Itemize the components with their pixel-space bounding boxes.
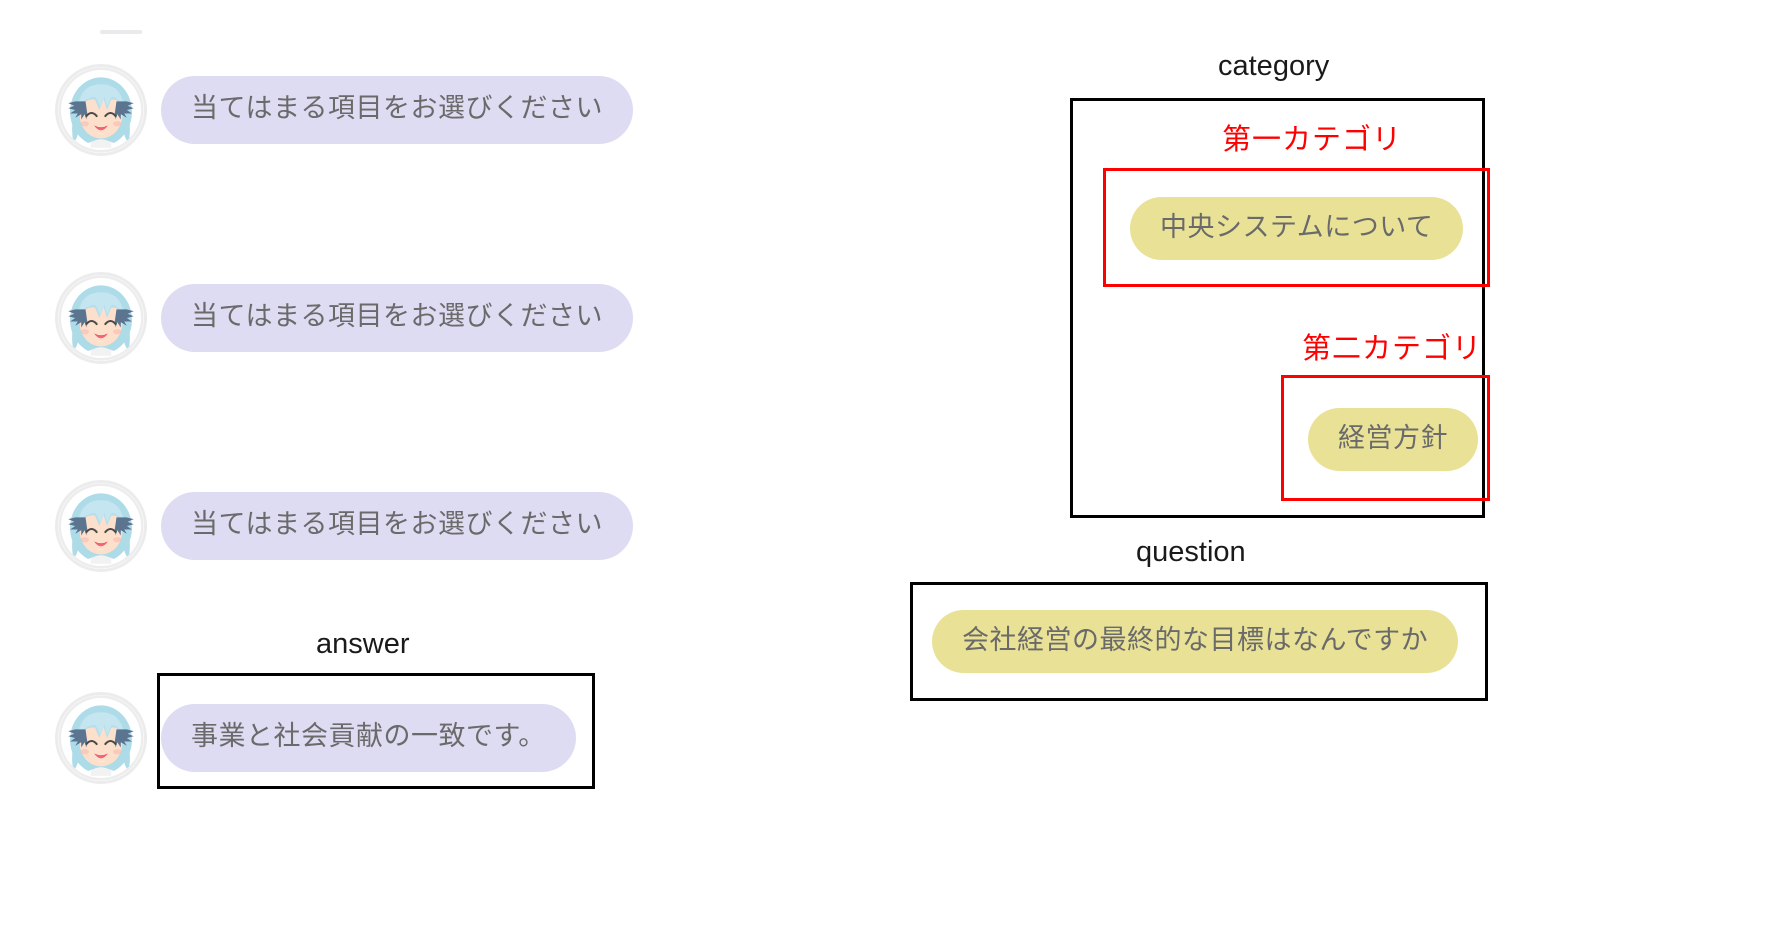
chat-bubble-text: 当てはまる項目をお選びください [161, 492, 633, 560]
chat-message-3: 当てはまる項目をお選びください [55, 480, 633, 572]
anime-girl-avatar-icon [55, 692, 147, 784]
question-annotation-label: question [1136, 536, 1246, 568]
cut-off-message-stub [100, 30, 142, 34]
anime-girl-avatar-icon [55, 272, 147, 364]
chat-message-1: 当てはまる項目をお選びください [55, 64, 633, 156]
chat-bubble-text: 当てはまる項目をお選びください [161, 284, 633, 352]
second-category-chip-wrapper: 経営方針 [1308, 408, 1478, 472]
first-category-label: 第一カテゴリ [1222, 122, 1403, 156]
chat-message-2: 当てはまる項目をお選びください [55, 272, 633, 364]
answer-annotation-label: answer [316, 628, 410, 660]
category-chip-management-policy[interactable]: 経営方針 [1308, 408, 1478, 472]
anime-girl-avatar-icon [55, 64, 147, 156]
chat-bubble-text: 当てはまる項目をお選びください [161, 76, 633, 144]
second-category-box [1281, 375, 1490, 501]
category-annotation-box [1070, 98, 1485, 518]
first-category-chip-wrapper: 中央システムについて [1130, 197, 1464, 261]
category-annotation-label: category [1218, 50, 1330, 82]
answer-annotation-box [157, 673, 595, 789]
first-category-box [1103, 168, 1490, 287]
anime-girl-avatar-icon [55, 480, 147, 572]
question-chip[interactable]: 会社経営の最終的な目標はなんですか [932, 610, 1459, 674]
category-chip-central-system[interactable]: 中央システムについて [1130, 197, 1464, 261]
question-chip-wrapper: 会社経営の最終的な目標はなんですか [932, 610, 1459, 674]
chat-message-4-answer: 事業と社会貢献の一致です。 [55, 692, 576, 784]
question-annotation-box [910, 582, 1488, 701]
second-category-label: 第二カテゴリ [1302, 331, 1483, 365]
answer-bubble-text: 事業と社会貢献の一致です。 [161, 704, 576, 772]
